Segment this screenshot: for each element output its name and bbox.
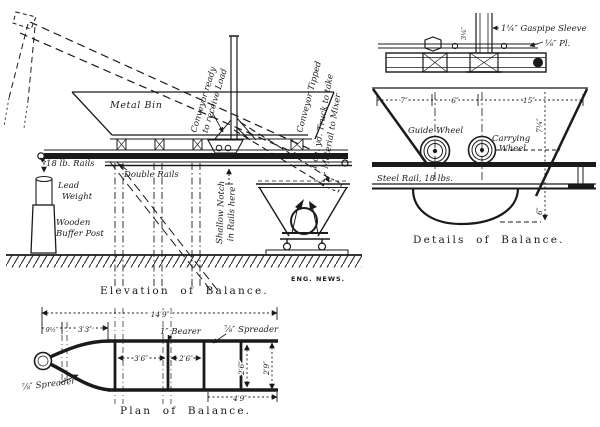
notch-dimension [225, 168, 233, 185]
details-view: 1¼″ Gaspipe Sleeve ⅛″ Pl. 3¼″ [371, 13, 596, 246]
elevation-view: Metal Bin [3, 11, 362, 297]
gaspipe-detail [378, 13, 547, 73]
elevation-caption: Elevation of Balance. [100, 285, 269, 297]
buffer-post-label-2: Buffer Post [55, 229, 104, 239]
wooden-buffer-post [30, 204, 57, 254]
span-mid-dim: 6″ [451, 96, 459, 105]
tipped-conveyor-dashed [233, 121, 343, 193]
double-rails-leader [118, 163, 128, 171]
eng-news-credit: ENG. NEWS. [291, 275, 345, 283]
conveyor-ready-label: Conveyor ready to receive Load [189, 66, 230, 135]
lead-weight-label-1: Lead [57, 181, 80, 191]
steel-rail-label: Steel Rail, 18 lbs. [377, 174, 453, 184]
metal-bin [71, 91, 335, 140]
span-4-9-dim: 4′9″ [232, 394, 247, 403]
plan-caption: Plan of Balance. [120, 405, 251, 417]
span-3-3-dim: 3′3″ [78, 325, 92, 334]
plan-view: 14′9″ 9½″ 3′3″ 1″ Bearer ⅞″ Spreader 3′6… [21, 307, 279, 417]
offset-left-dim: 9½″ [46, 326, 59, 334]
details-caption: Details of Balance. [413, 234, 565, 246]
double-rails-label: Double Rails [123, 170, 179, 180]
rails-label: 18 lb. Rails [46, 159, 95, 169]
drop-dim: 6″ [535, 207, 544, 215]
guide-wheel-label: Guide Wheel [408, 126, 463, 136]
ground-hatching [6, 254, 362, 268]
rails-leader [39, 157, 47, 163]
projection-lines [109, 161, 220, 293]
plan-dimensions-inner [59, 333, 278, 402]
feed-hopper [207, 139, 244, 154]
carrying-wheel-label-2: Wheel [499, 144, 526, 154]
balance-beam [37, 149, 352, 167]
buffer-post-label-1: Wooden [56, 218, 90, 228]
conveyor-ready-leader [211, 111, 224, 133]
span-2-6-dim: 2′6″ [178, 354, 193, 363]
span-3-6-dim: 3′6″ [134, 354, 148, 363]
height-dim: 7¼″ [535, 118, 544, 133]
truck-note-leader [323, 171, 330, 183]
shallow-notch-label: Shallow Notch in Rails here [215, 181, 238, 244]
width-inner-dim: 2′6″ [237, 361, 246, 376]
spreader-top-label: ⅞″ Spreader [224, 325, 279, 335]
receiving-funnel [256, 180, 350, 237]
svg-text:Shallow Notch: Shallow Notch [215, 181, 227, 244]
balance-curve [411, 92, 560, 226]
gaspipe-sleeve-label: 1¼″ Gaspipe Sleeve [501, 23, 587, 34]
svg-text:in Rails here: in Rails here [226, 187, 238, 242]
pipe-offset-dim: 3¼″ [460, 27, 468, 40]
raised-conveyor-dashed [3, 11, 315, 158]
carrying-wheel-label-1: Carrying [492, 134, 531, 144]
carrying-wheel [467, 135, 497, 165]
mixer-truck [265, 199, 349, 256]
overall-length-dim: 14′9″ [151, 310, 170, 319]
guide-wheel [419, 135, 451, 167]
span-right-dim: 15″ [523, 96, 536, 105]
lead-weight-label-2: Weight [62, 192, 93, 202]
bearer-label: 1″ Bearer [160, 327, 202, 337]
width-outer-dim: 2′9″ [262, 361, 271, 376]
steel-rail [372, 162, 596, 190]
plan-frame [33, 339, 278, 392]
spreader-bottom-label: ⅞″ Spreader [21, 376, 77, 393]
span-left-dim: 7″ [400, 96, 408, 105]
metal-bin-label: Metal Bin [109, 100, 162, 111]
plate-label: ⅛″ Pl. [545, 39, 570, 49]
